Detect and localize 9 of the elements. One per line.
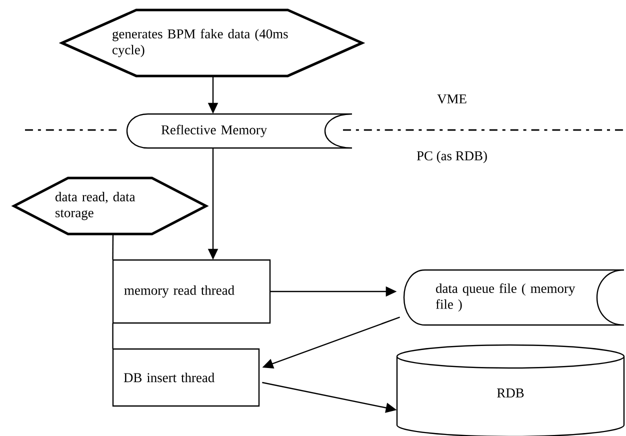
region-label: VME xyxy=(437,94,466,104)
process-box: memory read thread xyxy=(112,259,271,324)
connector-line xyxy=(112,323,114,349)
region-label: PC (as RDB) xyxy=(416,150,487,164)
process-box: DB insert thread xyxy=(112,348,260,407)
stored-data-shape: data queue file ( memory file ) xyxy=(403,269,625,326)
database-cylinder: RDB xyxy=(396,344,625,436)
connector-line xyxy=(112,234,114,260)
stored-data-shape: Reflective Memory xyxy=(126,113,353,149)
